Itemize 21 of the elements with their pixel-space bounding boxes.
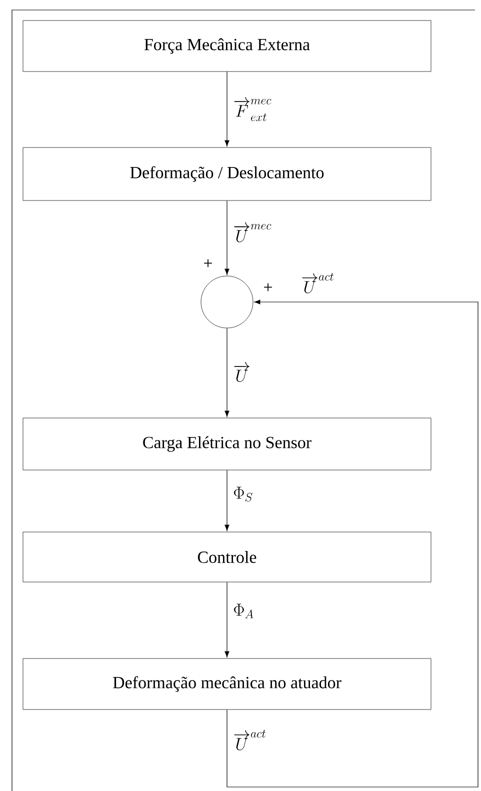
signal-label: $\overrightarrow{U}^{act}$	[302, 272, 334, 294]
process-box: Força Mecânica Externa	[22, 20, 432, 72]
arrow	[224, 71, 230, 146]
process-box: Carga Elétrica no Sensor	[22, 418, 432, 470]
summing-junction	[200, 276, 254, 328]
process-box: Controle	[22, 532, 432, 582]
edge-label: $\overrightarrow{F}_{ext}^{mec}$	[234, 97, 272, 122]
process-box: Deformação / Deslocamento	[22, 147, 432, 201]
sign-label: +	[264, 283, 272, 292]
arrow	[224, 582, 230, 658]
edge-label: $\overrightarrow{U}^{mec}$	[234, 222, 272, 242]
arrow	[224, 328, 230, 417]
arrow	[224, 470, 230, 531]
edge-label: $\overrightarrow{U}$	[234, 362, 250, 382]
arrow	[224, 200, 230, 275]
sign-label: +	[204, 259, 212, 268]
arrow	[226, 300, 478, 788]
edge-label: $\overrightarrow{U}^{act}$	[234, 730, 266, 750]
edge-label: $\Phi_{A}$	[234, 604, 254, 618]
edge-label: $\Phi_{S}$	[234, 486, 252, 502]
process-box: Deformação mecânica no atuador	[22, 658, 432, 710]
